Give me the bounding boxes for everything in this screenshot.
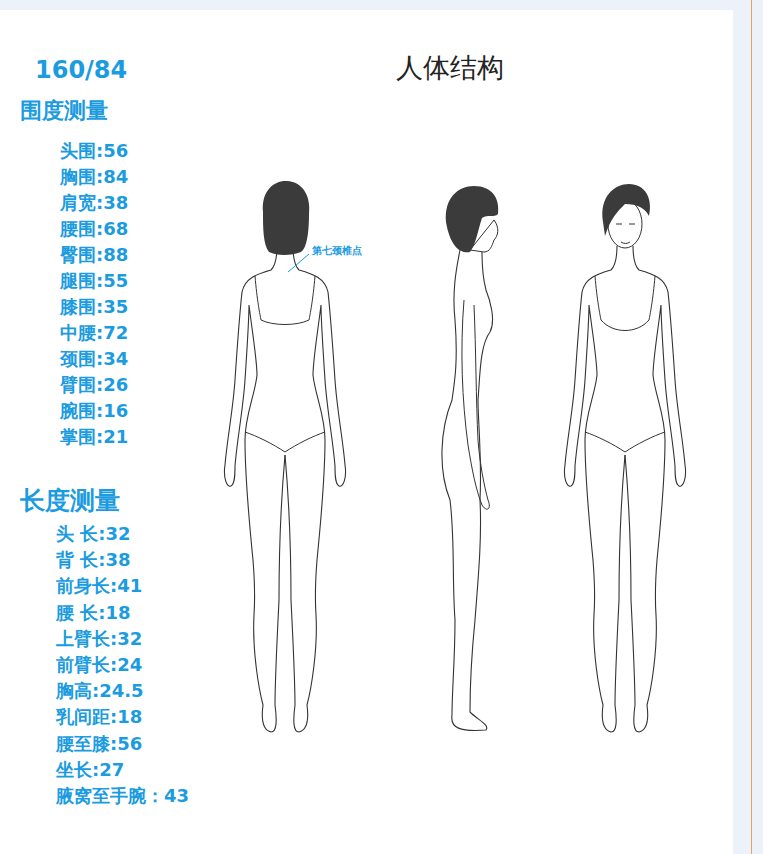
side-figure bbox=[442, 186, 498, 730]
measure-item: 上臂长:32 bbox=[56, 629, 142, 650]
section-heading: 围度测量 bbox=[20, 98, 108, 123]
measure-item: 头 长:32 bbox=[56, 524, 131, 545]
front-figure bbox=[564, 184, 685, 732]
measure-item: 颈围:34 bbox=[60, 349, 128, 370]
size-label: 160/84 bbox=[35, 57, 127, 85]
measure-item: 腕围:16 bbox=[60, 401, 128, 422]
measure-item: 臀围:88 bbox=[60, 245, 128, 266]
measure-item: 膝围:35 bbox=[60, 297, 128, 318]
diagram-title: 人体结构 bbox=[396, 52, 504, 83]
measure-item: 头围:56 bbox=[60, 141, 128, 162]
measure-item: 腰 长:18 bbox=[56, 603, 131, 624]
measure-item: 乳间距:18 bbox=[56, 707, 142, 728]
measure-item: 背 长:38 bbox=[56, 550, 131, 571]
page-border bbox=[751, 0, 752, 854]
back-figure bbox=[224, 181, 345, 732]
measure-item: 腋窝至手腕：43 bbox=[56, 786, 189, 807]
measure-item: 前臂长:24 bbox=[56, 655, 142, 676]
leader-line bbox=[288, 254, 309, 272]
measure-item: 肩宽:38 bbox=[60, 193, 128, 214]
measure-item: 腿围:55 bbox=[60, 271, 128, 292]
measure-item: 前身长:41 bbox=[56, 576, 142, 597]
measure-item: 臂围:26 bbox=[60, 375, 128, 396]
measure-item: 掌围:21 bbox=[60, 427, 128, 448]
measure-item: 坐长:27 bbox=[56, 760, 124, 781]
measure-item: 中腰:72 bbox=[60, 323, 128, 344]
measure-item: 腰至膝:56 bbox=[56, 734, 142, 755]
section-heading: 长度测量 bbox=[20, 487, 120, 516]
measure-item: 腰围:68 bbox=[60, 219, 128, 240]
measure-item: 胸围:84 bbox=[60, 167, 128, 188]
callout-label: 第七颈椎点 bbox=[312, 245, 362, 257]
measure-item: 胸高:24.5 bbox=[56, 681, 144, 702]
